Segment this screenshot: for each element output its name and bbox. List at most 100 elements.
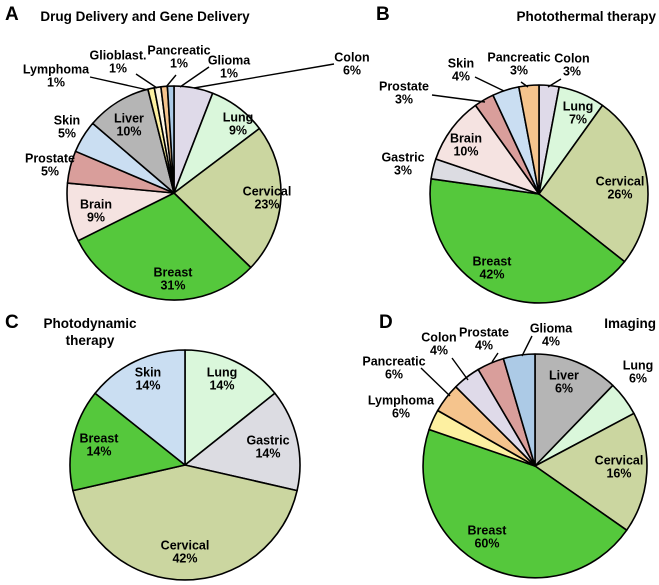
b-value-brain: 10% bbox=[453, 145, 478, 159]
c-slice-cervical bbox=[72, 464, 298, 581]
a-label-pancreatic: Pancreatic bbox=[147, 44, 210, 58]
a-value-breast: 31% bbox=[160, 279, 185, 293]
b-value-prostate: 3% bbox=[395, 93, 413, 107]
a-leader-pancreatic bbox=[165, 74, 177, 88]
a-value-skin: 5% bbox=[58, 127, 76, 141]
a-label-lung: Lung bbox=[223, 111, 254, 125]
a-value-liver: 10% bbox=[116, 125, 141, 139]
a-label-colon: Colon bbox=[334, 51, 369, 65]
a-value-lung: 9% bbox=[229, 124, 247, 138]
panel-b-letter: B bbox=[376, 4, 390, 25]
c-label-gastric: Gastric bbox=[246, 434, 289, 448]
d-label-colon: Colon bbox=[421, 331, 456, 345]
c-slice-breast bbox=[69, 392, 186, 492]
b-value-gastric: 3% bbox=[394, 164, 412, 178]
d-value-liver: 6% bbox=[555, 382, 573, 396]
a-label-breast: Breast bbox=[154, 266, 194, 280]
a-value-glioblast: 1% bbox=[109, 62, 127, 76]
c-slice-skin bbox=[94, 349, 186, 466]
c-value-gastric: 14% bbox=[255, 447, 280, 461]
panel-a-letter: A bbox=[5, 4, 19, 25]
d-label-prostate: Prostate bbox=[459, 326, 509, 340]
d-label-pancreatic: Pancreatic bbox=[362, 355, 425, 369]
b-value-cervical: 26% bbox=[607, 188, 632, 202]
d-label-lymphoma: Lymphoma bbox=[368, 394, 435, 408]
d-label-liver: Liver bbox=[549, 369, 579, 383]
panel-c-title: Photodynamic therapy bbox=[43, 316, 137, 348]
b-slice-breast bbox=[429, 178, 626, 304]
c-value-skin: 14% bbox=[135, 379, 160, 393]
b-label-skin: Skin bbox=[448, 57, 474, 71]
b-value-breast: 42% bbox=[479, 268, 504, 282]
d-slice-liver bbox=[534, 353, 614, 467]
a-value-glioma: 1% bbox=[220, 67, 238, 81]
b-label-pancreatic: Pancreatic bbox=[487, 51, 550, 65]
c-value-breast: 14% bbox=[86, 445, 111, 459]
a-label-liver: Liver bbox=[114, 112, 144, 126]
a-leader-glioma bbox=[179, 66, 210, 88]
d-value-colon: 4% bbox=[430, 344, 448, 358]
a-label-brain: Brain bbox=[80, 198, 112, 212]
b-label-cervical: Cervical bbox=[596, 175, 645, 189]
a-value-brain: 9% bbox=[87, 211, 105, 225]
panel-a-title: Drug Delivery and Gene Delivery bbox=[40, 9, 250, 24]
d-value-lung: 6% bbox=[629, 372, 647, 386]
d-label-breast: Breast bbox=[468, 524, 508, 538]
a-label-glioblast: Glioblast. bbox=[90, 49, 147, 63]
b-leader-colon bbox=[547, 78, 562, 88]
a-value-prostate: 5% bbox=[41, 165, 59, 179]
d-value-lymphoma: 6% bbox=[392, 407, 410, 421]
d-value-pancreatic: 6% bbox=[385, 368, 403, 382]
c-label-skin: Skin bbox=[135, 366, 161, 380]
d-slice-glioma bbox=[502, 353, 536, 467]
c-label-breast: Breast bbox=[80, 432, 120, 446]
b-label-prostate: Prostate bbox=[379, 80, 429, 94]
d-leader-prostate bbox=[491, 352, 499, 363]
d-value-cervical: 16% bbox=[606, 467, 631, 481]
a-leader-glioblast bbox=[135, 73, 158, 89]
b-label-brain: Brain bbox=[450, 132, 482, 146]
c-slice-lung bbox=[184, 349, 276, 466]
b-label-breast: Breast bbox=[473, 255, 513, 269]
a-label-lymphoma: Lymphoma bbox=[23, 63, 90, 77]
c-label-lung: Lung bbox=[207, 366, 238, 380]
b-leader-skin bbox=[474, 76, 505, 92]
d-label-cervical: Cervical bbox=[595, 454, 644, 468]
d-leader-pancreatic bbox=[420, 367, 451, 397]
d-value-prostate: 4% bbox=[475, 339, 493, 353]
b-slice-cervical bbox=[538, 104, 649, 263]
b-value-pancreatic: 3% bbox=[510, 64, 528, 78]
c-value-lung: 14% bbox=[209, 379, 234, 393]
b-value-skin: 4% bbox=[452, 70, 470, 84]
c-value-cervical: 42% bbox=[172, 552, 197, 566]
b-label-colon: Colon bbox=[554, 52, 589, 66]
d-slice-cervical bbox=[534, 412, 648, 531]
a-label-glioma: Glioma bbox=[208, 54, 251, 68]
a-leader-lymphoma bbox=[89, 76, 149, 91]
b-slice-pancreatic bbox=[518, 84, 540, 195]
b-leader-prostate bbox=[431, 94, 486, 103]
b-value-lung: 7% bbox=[569, 113, 587, 127]
d-value-breast: 60% bbox=[474, 537, 499, 551]
d-value-glioma: 4% bbox=[542, 335, 560, 349]
c-label-cervical: Cervical bbox=[161, 539, 210, 553]
d-label-lung: Lung bbox=[623, 359, 654, 373]
c-slice-gastric bbox=[184, 392, 301, 492]
a-label-cervical: Cervical bbox=[243, 185, 292, 199]
a-value-colon: 6% bbox=[343, 64, 361, 78]
a-value-pancreatic: 1% bbox=[170, 57, 188, 71]
a-value-cervical: 23% bbox=[254, 198, 279, 212]
d-slice-breast bbox=[422, 428, 628, 579]
a-label-prostate: Prostate bbox=[25, 152, 75, 166]
panel-b-title: Photothermal therapy bbox=[516, 9, 656, 24]
a-leader-colon bbox=[193, 63, 335, 89]
panel-d-letter: D bbox=[379, 312, 393, 333]
panel-d-title: Imaging bbox=[604, 316, 656, 331]
b-label-lung: Lung bbox=[563, 100, 594, 114]
b-label-gastric: Gastric bbox=[381, 151, 424, 165]
d-label-glioma: Glioma bbox=[530, 322, 573, 336]
a-value-lymphoma: 1% bbox=[47, 76, 65, 90]
b-leader-pancreatic bbox=[520, 81, 529, 88]
